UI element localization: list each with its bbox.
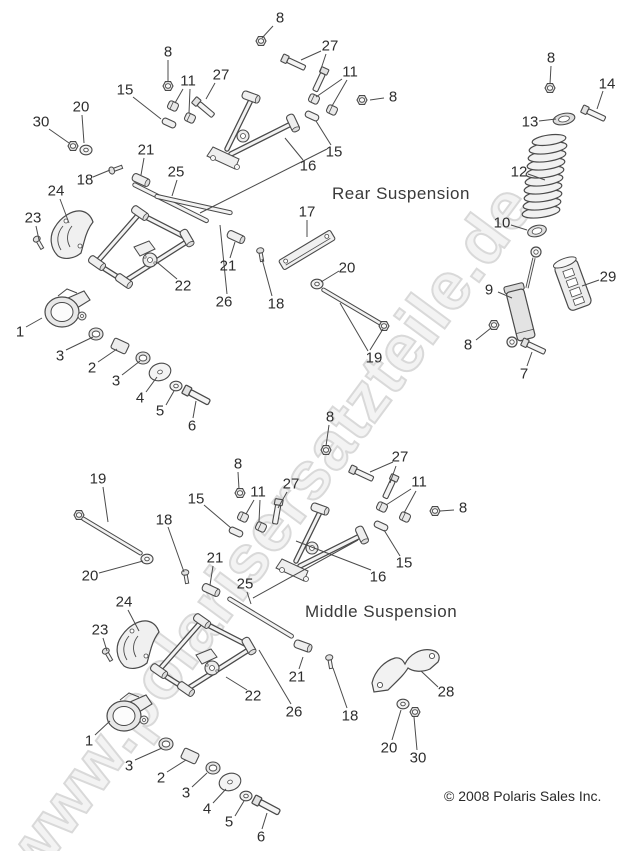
copyright-text: © 2008 Polaris Sales Inc. [444, 788, 602, 804]
middle-guard-bracket-drawing [371, 649, 440, 693]
middle-rods-drawing [73, 510, 294, 639]
rear-rods-drawing [132, 182, 390, 331]
rear-shock-absorber-drawing [488, 83, 608, 357]
coil-spring-drawing [521, 133, 568, 219]
rear-suspension-title: Rear Suspension [332, 184, 470, 203]
rear-stabilizer-plate-drawing [278, 230, 336, 270]
middle-suspension-title: Middle Suspension [305, 602, 458, 621]
